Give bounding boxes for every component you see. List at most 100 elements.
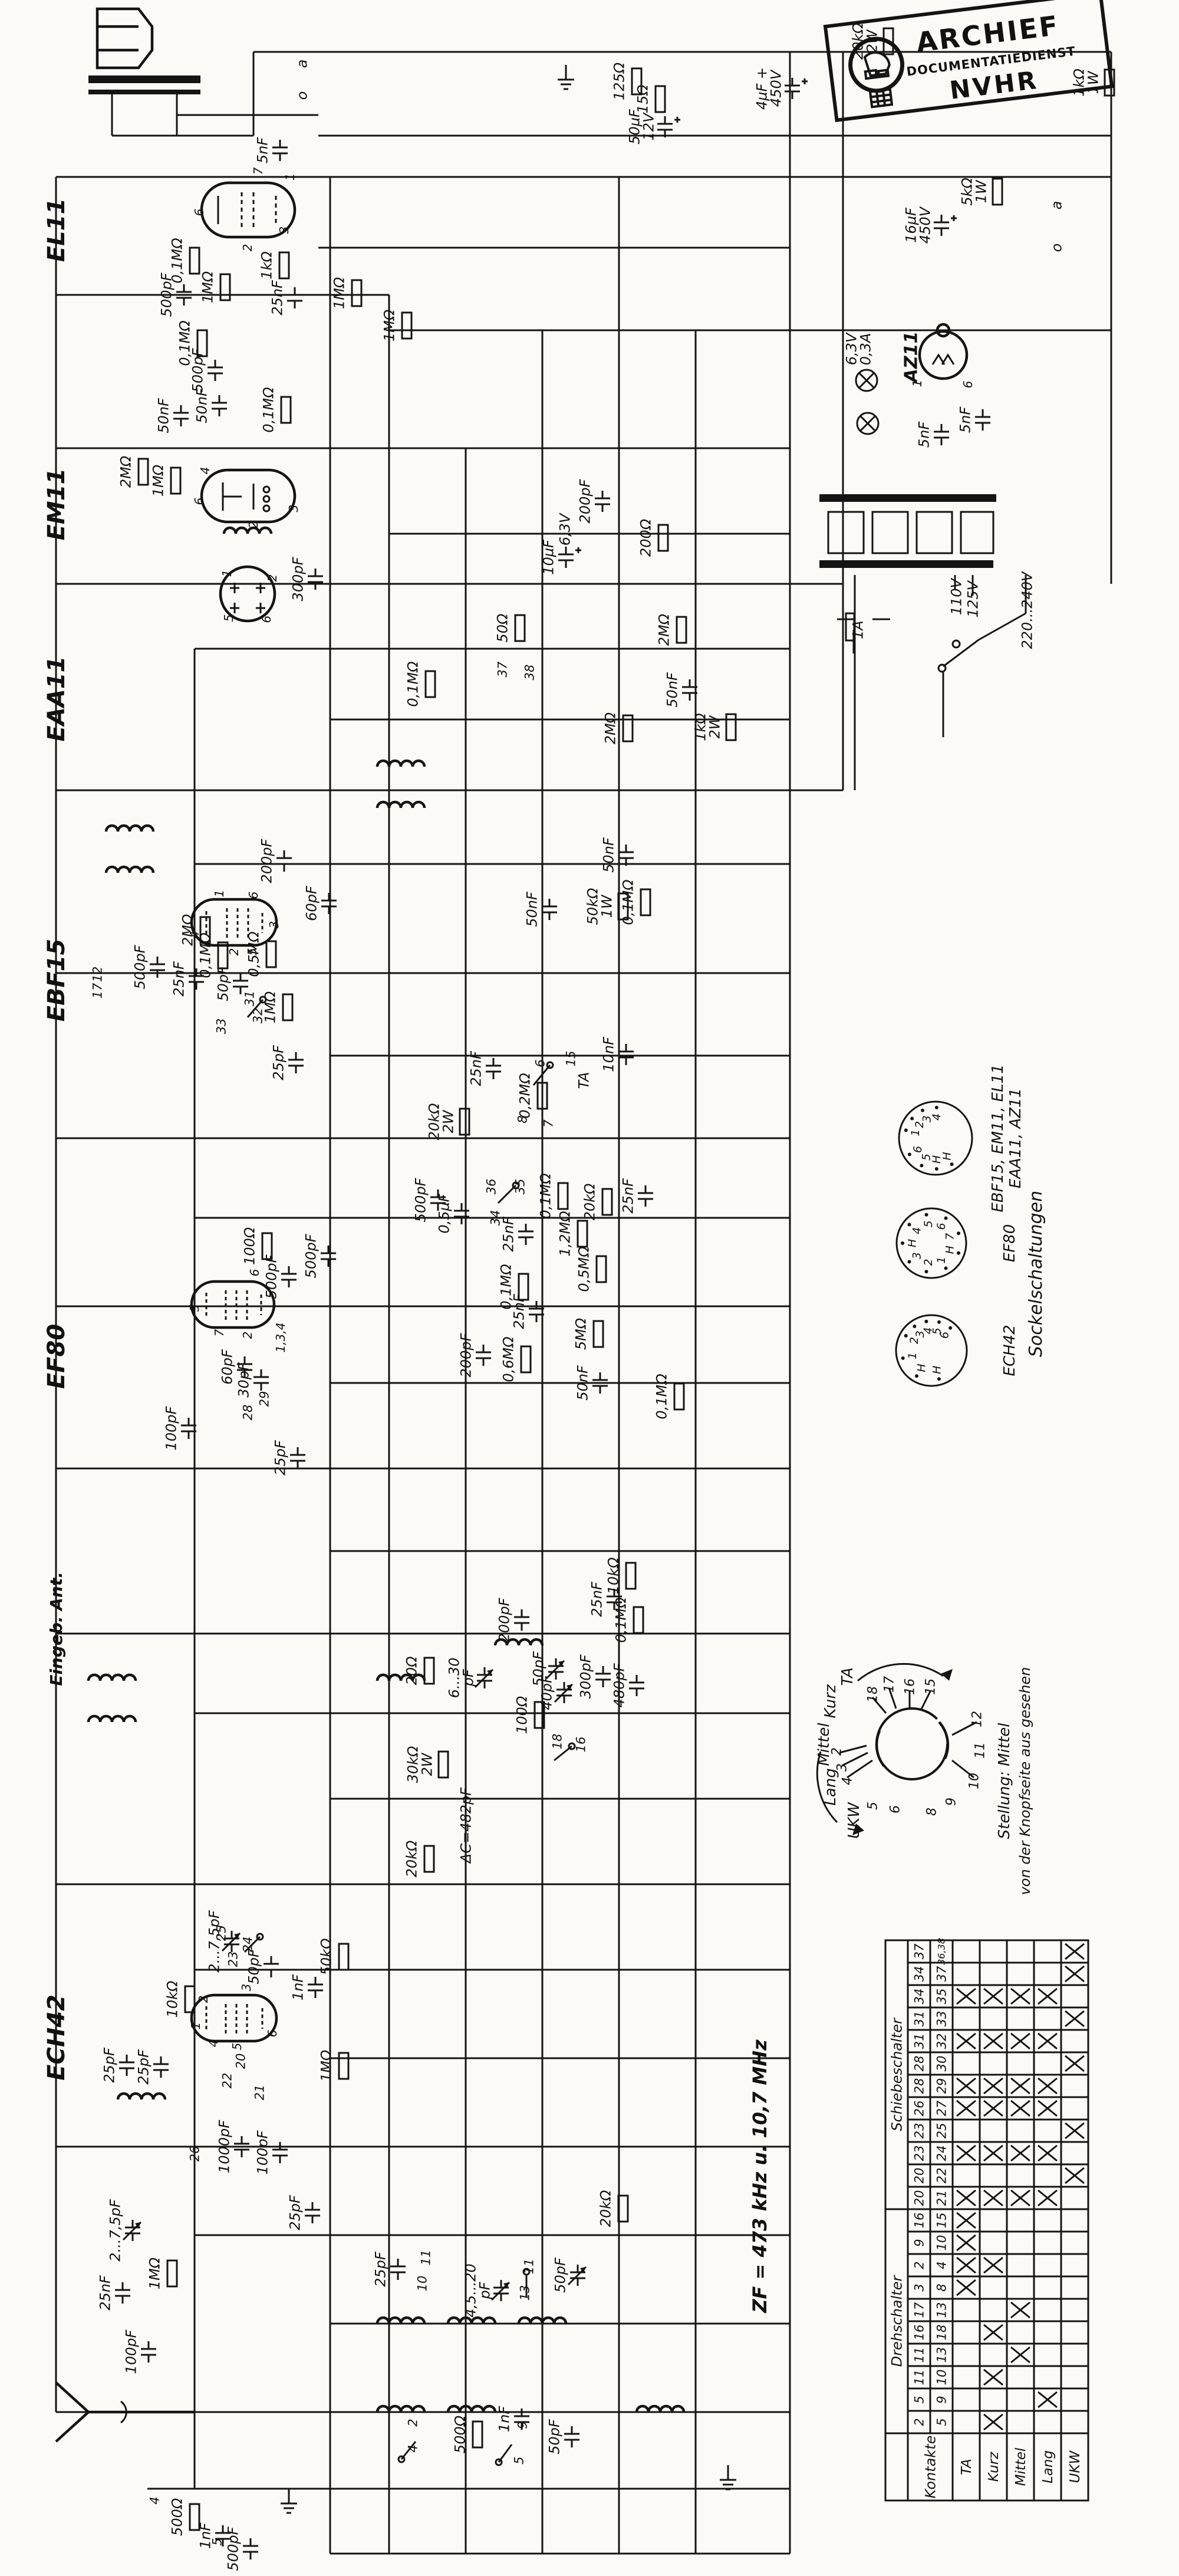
socket-pin-label: 1	[935, 1257, 948, 1264]
capacitor-symbol	[125, 2220, 140, 2241]
socket-pin-dot	[907, 1260, 911, 1264]
value-label: 500pF	[225, 2526, 241, 2571]
resistor-symbol	[189, 2503, 200, 2531]
contact-number: 13	[518, 2285, 532, 2301]
capacitor-symbol	[785, 78, 800, 99]
tube-pin-number: 2	[265, 574, 279, 582]
value-label: 0,5MΩ	[575, 1246, 592, 1292]
dial-band-label: TA	[839, 1667, 857, 1685]
table-group-drehschalter: Drehschalter	[888, 2275, 905, 2367]
value-label-line2: pF	[460, 1668, 476, 1687]
tube-pin-number: 3	[277, 226, 291, 234]
value-label: 25nF	[269, 280, 285, 316]
resistor-symbol	[137, 458, 149, 486]
dial-contact-number: 3	[835, 1763, 850, 1772]
capacitor-symbol	[607, 1589, 622, 1610]
value-label: 50pF	[552, 2257, 568, 2293]
value-label: 0,1MΩ	[169, 238, 185, 284]
capacitor-symbol	[181, 1418, 196, 1439]
value-label: 25pF	[286, 2194, 303, 2230]
band-dial	[816, 1662, 977, 1835]
value-label: 20kΩ	[403, 1840, 420, 1877]
table-x-mark	[956, 2189, 976, 2207]
capacitor-symbol	[305, 2202, 320, 2223]
tube-ef80	[190, 1280, 276, 1329]
socket-circle	[898, 1100, 973, 1176]
socket-pin-dot	[957, 1251, 961, 1255]
resistor-symbol	[199, 916, 211, 944]
socket-circle	[895, 1314, 968, 1387]
value-label: 0,1MΩ	[653, 1374, 670, 1420]
value-label: 0,1MΩ	[260, 387, 276, 433]
capacitor-symbol	[115, 2282, 130, 2304]
table-contact-a: 31	[912, 2033, 926, 2049]
resistor-symbol	[725, 713, 737, 741]
socket-pin-dot	[924, 1270, 928, 1274]
capacitor-symbol	[558, 547, 574, 568]
value-label: a	[294, 60, 310, 68]
value-label-line2: 1W	[598, 894, 615, 918]
value-label: 100pF	[123, 2329, 139, 2374]
socket-pin-label: 1	[909, 1129, 922, 1136]
table-contact-a: 17	[912, 2302, 926, 2318]
value-label: 100pF	[163, 1405, 179, 1450]
value-label-line2: 450V	[917, 206, 933, 244]
capacitor-symbol	[595, 1666, 611, 1687]
eingebaute-antenne-label: Eingeb. Ant.	[47, 1572, 66, 1686]
value-label: 25nF	[97, 2275, 113, 2311]
value-label: 500Ω	[452, 2415, 468, 2453]
resistor-symbol	[631, 67, 643, 96]
resistor-symbol	[459, 1108, 470, 1136]
capacitor-symbol	[237, 1356, 252, 1378]
resistor-symbol	[1104, 68, 1115, 97]
capacitor-symbol	[454, 1203, 469, 1224]
capacitor-symbol	[264, 1956, 279, 1977]
tube-pin-number: 3	[239, 1984, 253, 1992]
table-contact-b: 13	[934, 2302, 949, 2318]
capacitor-symbol	[253, 1369, 269, 1391]
resistor-symbol	[592, 1320, 604, 1348]
resistor-symbol	[423, 1657, 435, 1685]
table-x-mark	[1065, 2122, 1085, 2140]
resistor-symbol	[217, 941, 229, 970]
table-contact-a: 11	[912, 2370, 926, 2386]
plus-mark	[951, 215, 957, 221]
capacitor-symbol	[276, 850, 292, 872]
socket-pin-label: H	[930, 1155, 943, 1164]
if-frequency-note: ZF = 473 kHz u. 10,7 MHz	[749, 2039, 771, 2314]
value-label: 0,5µF	[436, 1193, 452, 1233]
trimmer-arrowhead	[580, 2267, 586, 2273]
value-label: 60pF	[303, 885, 320, 921]
tube-pin-number: 6	[246, 892, 261, 899]
resistor-symbol	[338, 2052, 350, 2080]
value-label: 50nF	[664, 672, 680, 708]
capacitor-symbol	[215, 2525, 230, 2547]
table-contact-a: 16	[912, 2213, 926, 2229]
value-label-line2: 2W	[864, 29, 880, 52]
plus-mark	[802, 78, 808, 84]
table-x-mark	[1065, 2167, 1085, 2184]
dial-contact-number: 4	[841, 1777, 855, 1785]
table-contact-a: 5	[912, 2396, 926, 2403]
socket-pin-label: 3	[914, 1330, 927, 1338]
value-label: 200Ω	[637, 518, 654, 557]
trimmer-arrowhead	[234, 1933, 240, 1939]
value-label: 25pF	[135, 2049, 152, 2085]
table-contact-a: 20	[912, 2168, 926, 2184]
table-x-mark	[956, 2144, 976, 2162]
socket-pin-label: H	[906, 1239, 919, 1247]
value-label: 60pF	[219, 1349, 235, 1385]
value-label: 25nF	[170, 961, 187, 997]
table-x-mark	[1010, 2144, 1030, 2162]
tube-pin-number: 1	[212, 890, 226, 898]
contact-number: 28	[241, 1405, 255, 1421]
resistor-symbol	[673, 1382, 685, 1411]
archive-stamp: ARCHIEF DOCUMENTATIEDIENST NVHR	[823, 0, 1114, 123]
value-label: 0,1MΩ	[176, 320, 193, 366]
value-label-line2: 450V	[768, 69, 784, 107]
table-x-mark	[1010, 2032, 1030, 2050]
table-x-mark	[983, 2077, 1003, 2095]
value-label: 500pF	[302, 1233, 319, 1278]
capacitor-symbol	[570, 2265, 585, 2286]
value-label: 20kΩ	[597, 2190, 614, 2227]
